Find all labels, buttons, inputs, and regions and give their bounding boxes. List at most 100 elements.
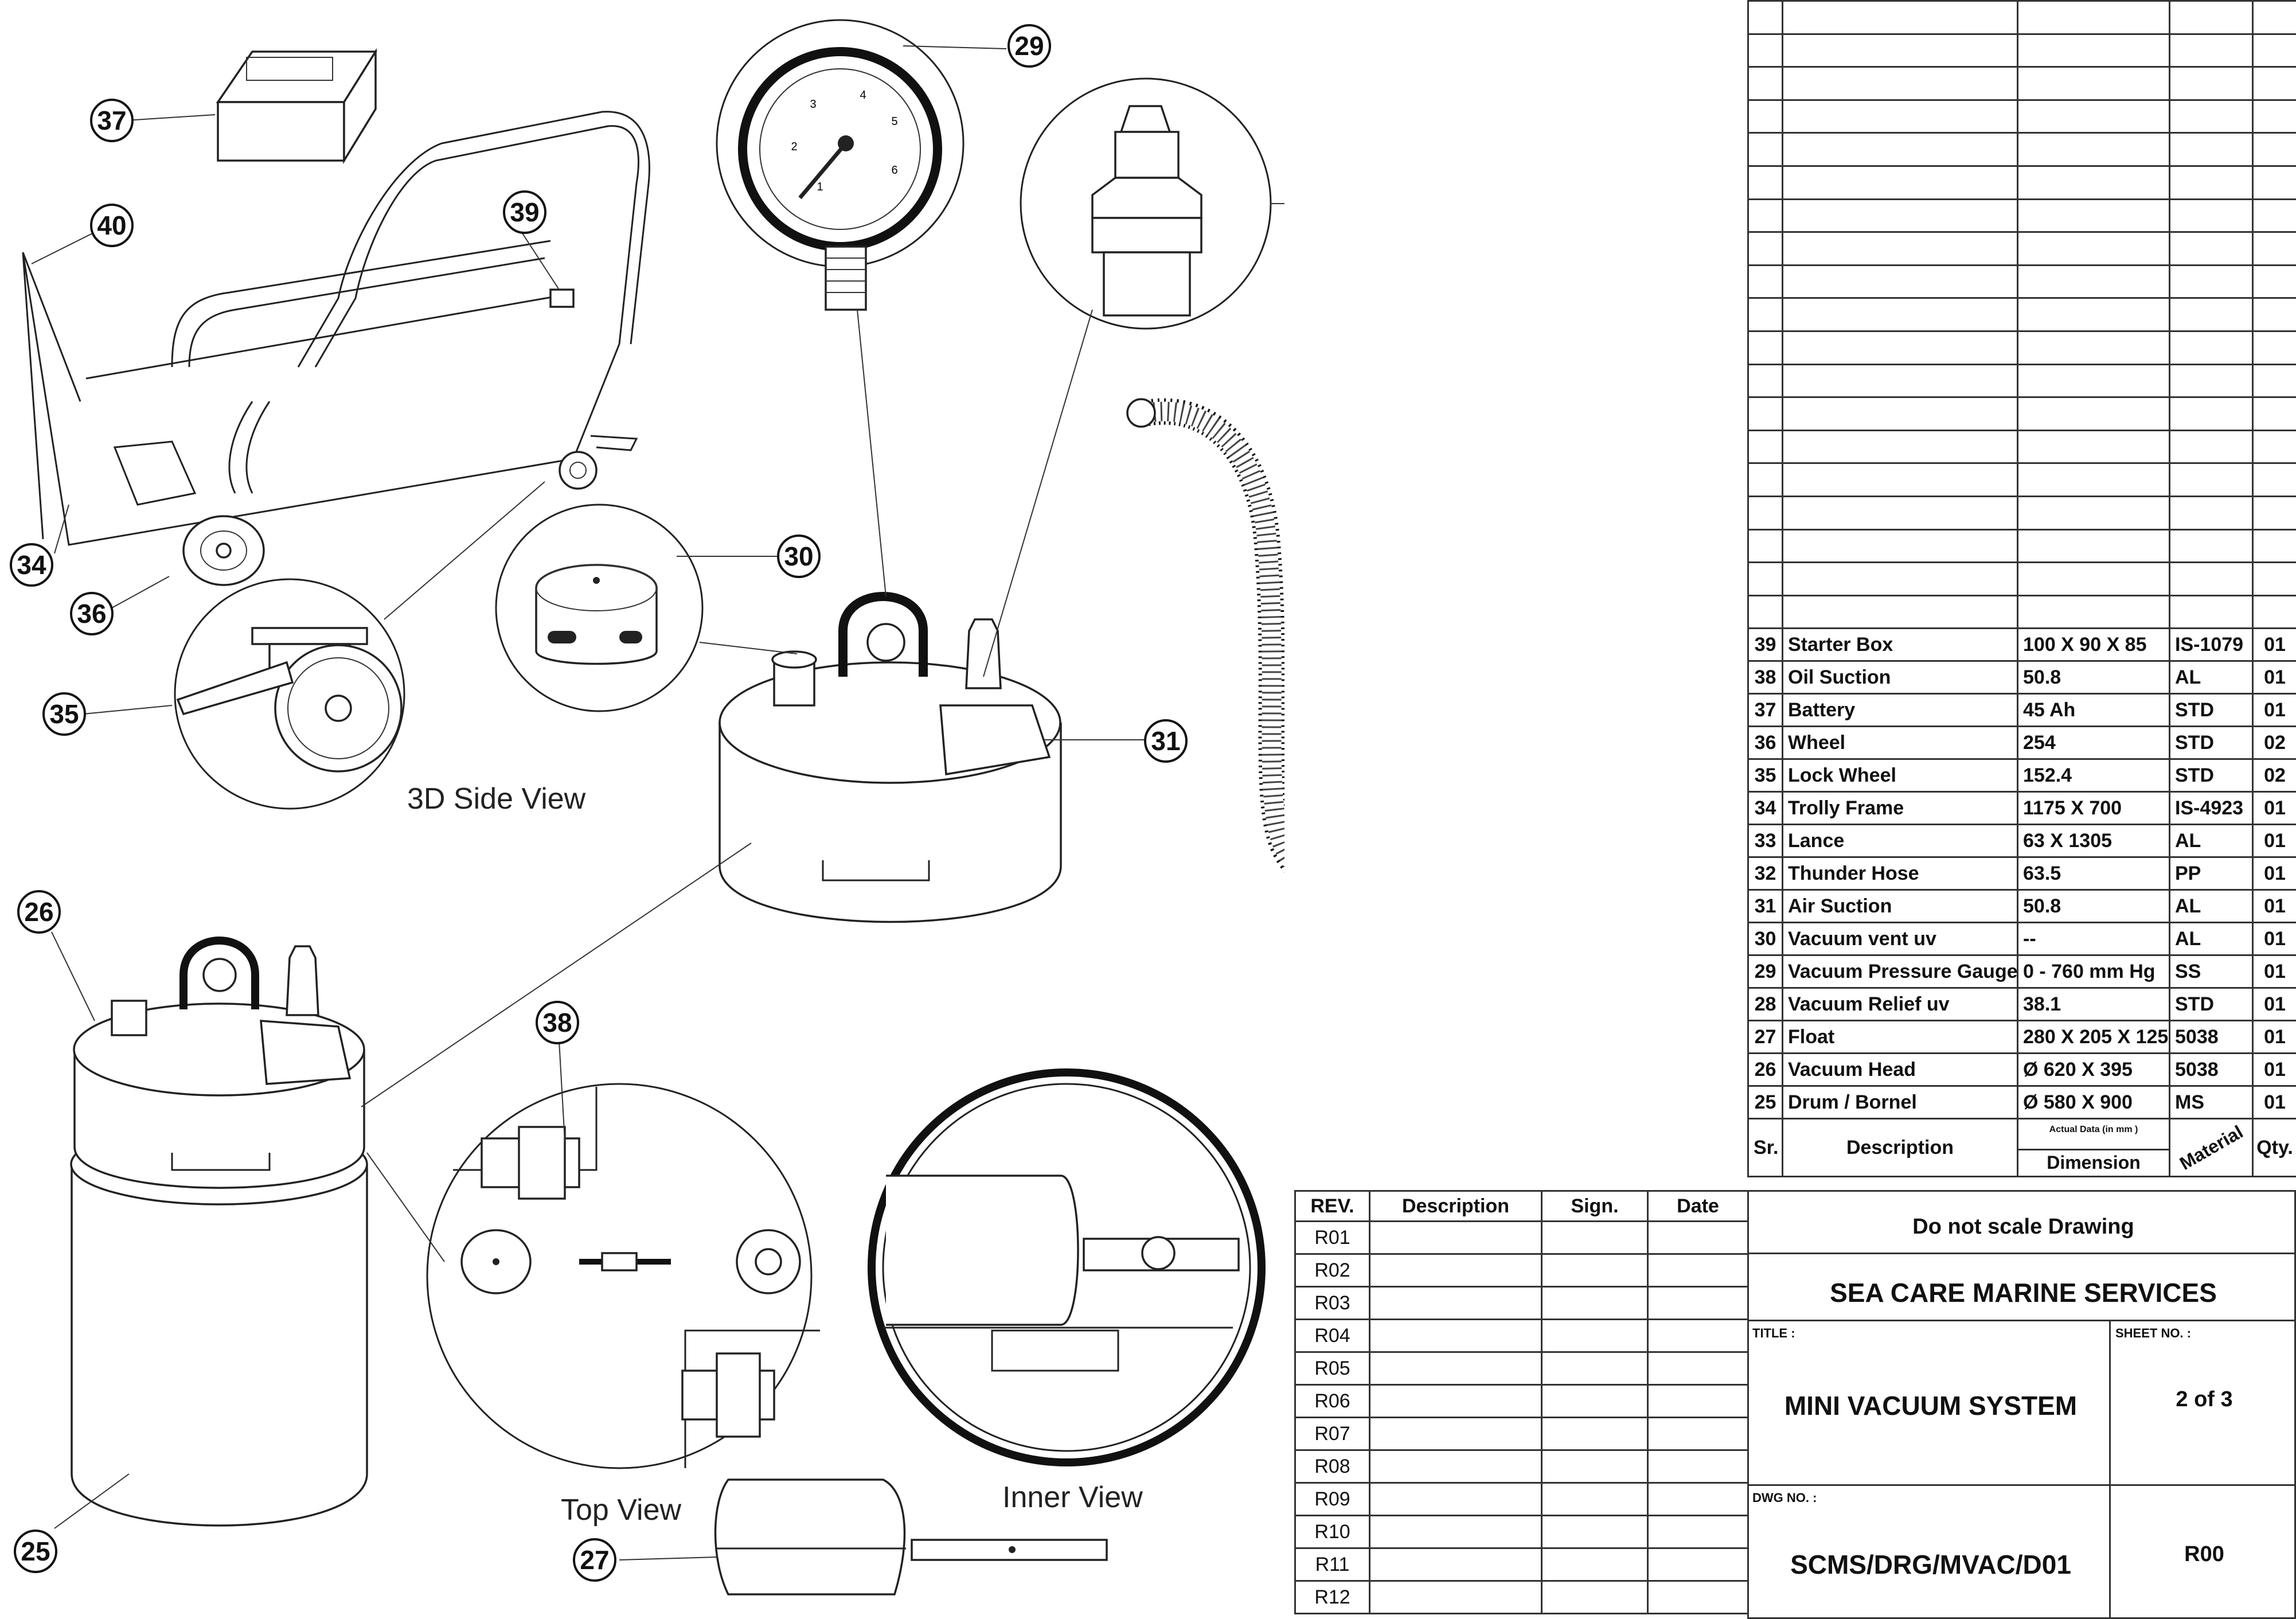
bom-blank-cell: [2252, 198, 2296, 233]
revision-cell: [1647, 1482, 1749, 1516]
bom-blank-cell: [1747, 66, 1783, 101]
sheet-number: 2 of 3: [2176, 1387, 2233, 1411]
bom-blank-row: [1747, 363, 2296, 399]
bom-blank-row: [1747, 429, 2296, 465]
gauge-tick: 1: [817, 181, 823, 193]
bom-blank-cell: [1747, 99, 1783, 134]
bom-sr-cell: 27: [1747, 1020, 1783, 1055]
bom-blank-cell: [2169, 429, 2254, 465]
bom-material-cell: MS: [2169, 1085, 2254, 1120]
revision-cell: [1369, 1253, 1543, 1288]
bom-blank-cell: [2169, 231, 2254, 266]
bom-description-cell: Vacuum Pressure Gauge: [1782, 954, 2018, 989]
bom-blank-row: [1747, 165, 2296, 200]
bom-header-description: Description: [1782, 1118, 2018, 1178]
top-view-detail: [426, 1083, 820, 1469]
bom-sr-cell: 25: [1747, 1085, 1783, 1120]
bom-blank-cell: [2017, 99, 2170, 134]
bom-blank-cell: [1782, 363, 2018, 399]
bom-blank-cell: [2169, 198, 2254, 233]
svg-text:25: 25: [21, 1536, 50, 1566]
gauge-tick: 6: [891, 164, 897, 177]
balloon-31: 31: [1144, 719, 1188, 763]
svg-text:26: 26: [24, 897, 53, 927]
pressure-gauge-detail: 1 2 3 4 5 6: [716, 19, 965, 311]
gauge-scale: 1 2 3 4 5 6: [791, 89, 897, 193]
revision-number: R06: [1294, 1384, 1370, 1418]
balloon-34: 34: [10, 543, 53, 587]
bom-blank-row: [1747, 462, 2296, 497]
bom-blank-cell: [1782, 99, 2018, 134]
bom-blank-cell: [2169, 462, 2254, 497]
revision-number: R07: [1294, 1417, 1370, 1451]
bom-material-cell: AL: [2169, 824, 2254, 859]
bom-material-cell: AL: [2169, 922, 2254, 957]
revision-header: Sign.: [1541, 1190, 1649, 1222]
bom-blank-row: [1747, 297, 2296, 332]
bom-blank-cell: [1747, 297, 1783, 332]
bom-material-cell: PP: [2169, 856, 2254, 891]
balloon-40: 40: [90, 204, 134, 247]
vacuum-relief-detail: [1020, 77, 1272, 330]
bom-header-row: Sr. No. Description Actual Data (in mm )…: [1747, 1118, 2296, 1178]
revision-cell: [1541, 1482, 1649, 1516]
bom-description-cell: Float: [1782, 1020, 2018, 1055]
bom-dimension-cell: 0 - 760 mm Hg: [2017, 954, 2170, 989]
bom-blank-cell: [2252, 363, 2296, 399]
bom-dimension-cell: 63.5: [2017, 856, 2170, 891]
bom-qty-cell: 01: [2252, 791, 2296, 826]
bom-blank-row: [1747, 561, 2296, 596]
bom-blank-row: [1747, 495, 2296, 530]
bom-blank-cell: [2252, 528, 2296, 564]
revision-cell: [1369, 1547, 1543, 1582]
bom-material-cell: SS: [2169, 954, 2254, 989]
bom-qty-cell: 01: [2252, 660, 2296, 695]
bom-blank-cell: [1782, 165, 2018, 200]
bom-blank-cell: [2252, 33, 2296, 68]
bom-blank-cell: [2252, 396, 2296, 431]
bom-blank-cell: [2017, 462, 2170, 497]
svg-text:36: 36: [77, 599, 106, 629]
bom-blank-cell: [1782, 264, 2018, 299]
revision-code: R00: [2184, 1542, 2224, 1566]
bom-blank-cell: [1747, 264, 1783, 299]
note-cell: Do not scale Drawing: [1747, 1190, 2296, 1254]
balloon-30: 30: [777, 535, 821, 578]
bom-blank-cell: [2252, 330, 2296, 365]
bom-blank-cell: [1782, 594, 2018, 630]
bom-blank-cell: [2169, 99, 2254, 134]
trolley-frame-part: [22, 111, 650, 586]
bom-description-cell: Air Suction: [1782, 889, 2018, 924]
bom-sr-cell: 37: [1747, 693, 1783, 728]
bom-blank-cell: [1782, 495, 2018, 530]
svg-text:37: 37: [97, 106, 126, 135]
bom-blank-cell: [2017, 594, 2170, 630]
bom-blank-cell: [2169, 363, 2254, 399]
revision-row: R12: [1294, 1580, 1749, 1614]
revision-cell: [1541, 1449, 1649, 1484]
bom-description-cell: Vacuum vent uv: [1782, 922, 2018, 957]
bom-sr-cell: 36: [1747, 725, 1783, 760]
revision-number: R08: [1294, 1449, 1370, 1484]
bom-material-cell: 5038: [2169, 1052, 2254, 1087]
gauge-tick: 2: [791, 141, 797, 153]
revision-header: Date: [1647, 1190, 1749, 1222]
balloon-27: 27: [573, 1538, 616, 1582]
bom-blank-cell: [1747, 495, 1783, 530]
bom-dimension-cell: Ø 620 X 395: [2017, 1052, 2170, 1087]
bom-header-dimension: Actual Data (in mm ) Dimension: [2017, 1118, 2170, 1178]
bom-description-cell: Lock Wheel: [1782, 758, 2018, 793]
bom-sr-cell: 28: [1747, 987, 1783, 1022]
bom-blank-cell: [1782, 231, 2018, 266]
inner-view-label: Inner View: [1002, 1481, 1143, 1514]
bom-sr-cell: 34: [1747, 791, 1783, 826]
revision-cell: [1541, 1351, 1649, 1386]
bom-sr-cell: 29: [1747, 954, 1783, 989]
revision-cell: [1647, 1547, 1749, 1582]
bom-blank-cell: [2017, 330, 2170, 365]
bom-header-dim: Dimension: [2047, 1152, 2141, 1173]
bom-blank-row: [1747, 264, 2296, 299]
